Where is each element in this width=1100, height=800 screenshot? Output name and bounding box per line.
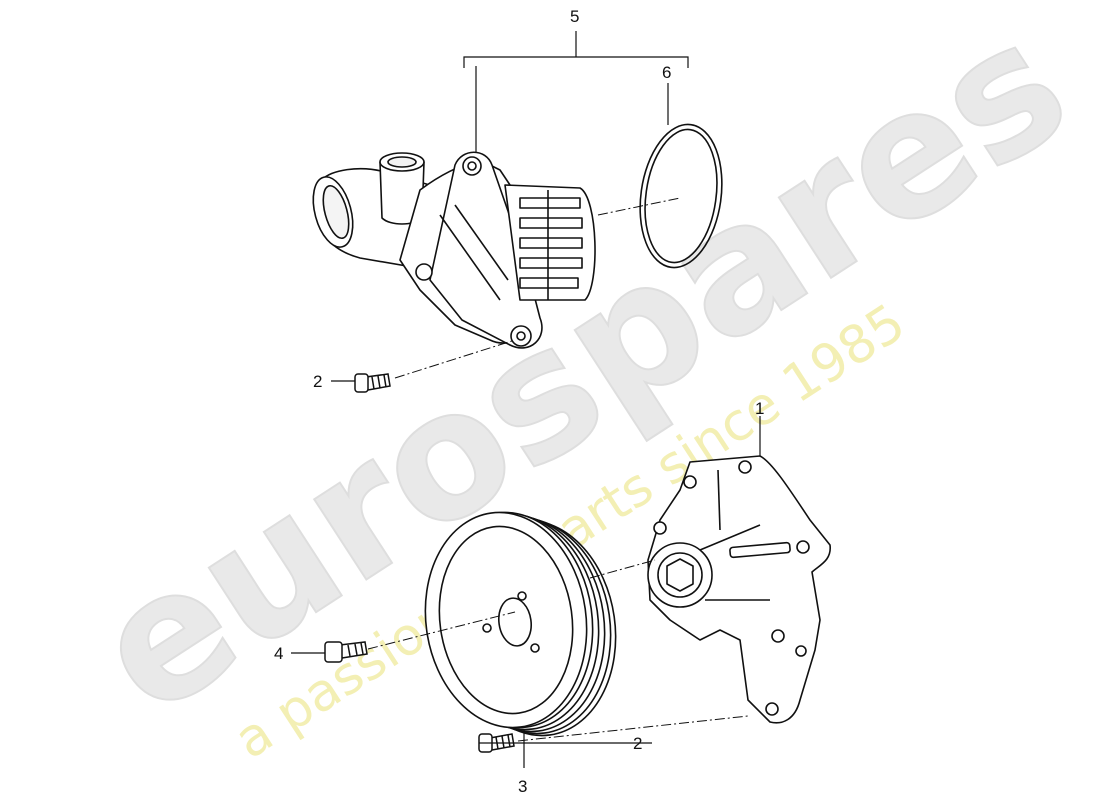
thermostat-housing [312,151,596,349]
callout-2-lower: 2 [633,734,642,753]
callout-labels: 1 2 2 3 4 5 6 [274,7,764,796]
callout-2-upper: 2 [313,372,322,391]
bracket-5 [463,56,689,68]
leader-lines [291,31,761,768]
callout-4: 4 [274,644,283,663]
bolt-pulley [324,641,368,663]
callout-1: 1 [755,399,764,418]
callout-5: 5 [570,7,579,26]
water-pump [647,455,831,724]
callout-3: 3 [518,777,527,796]
callout-6: 6 [662,63,671,82]
o-ring [639,123,723,269]
bolt-upper [354,373,391,393]
alignment-lines [367,197,749,742]
pulley [424,511,617,737]
